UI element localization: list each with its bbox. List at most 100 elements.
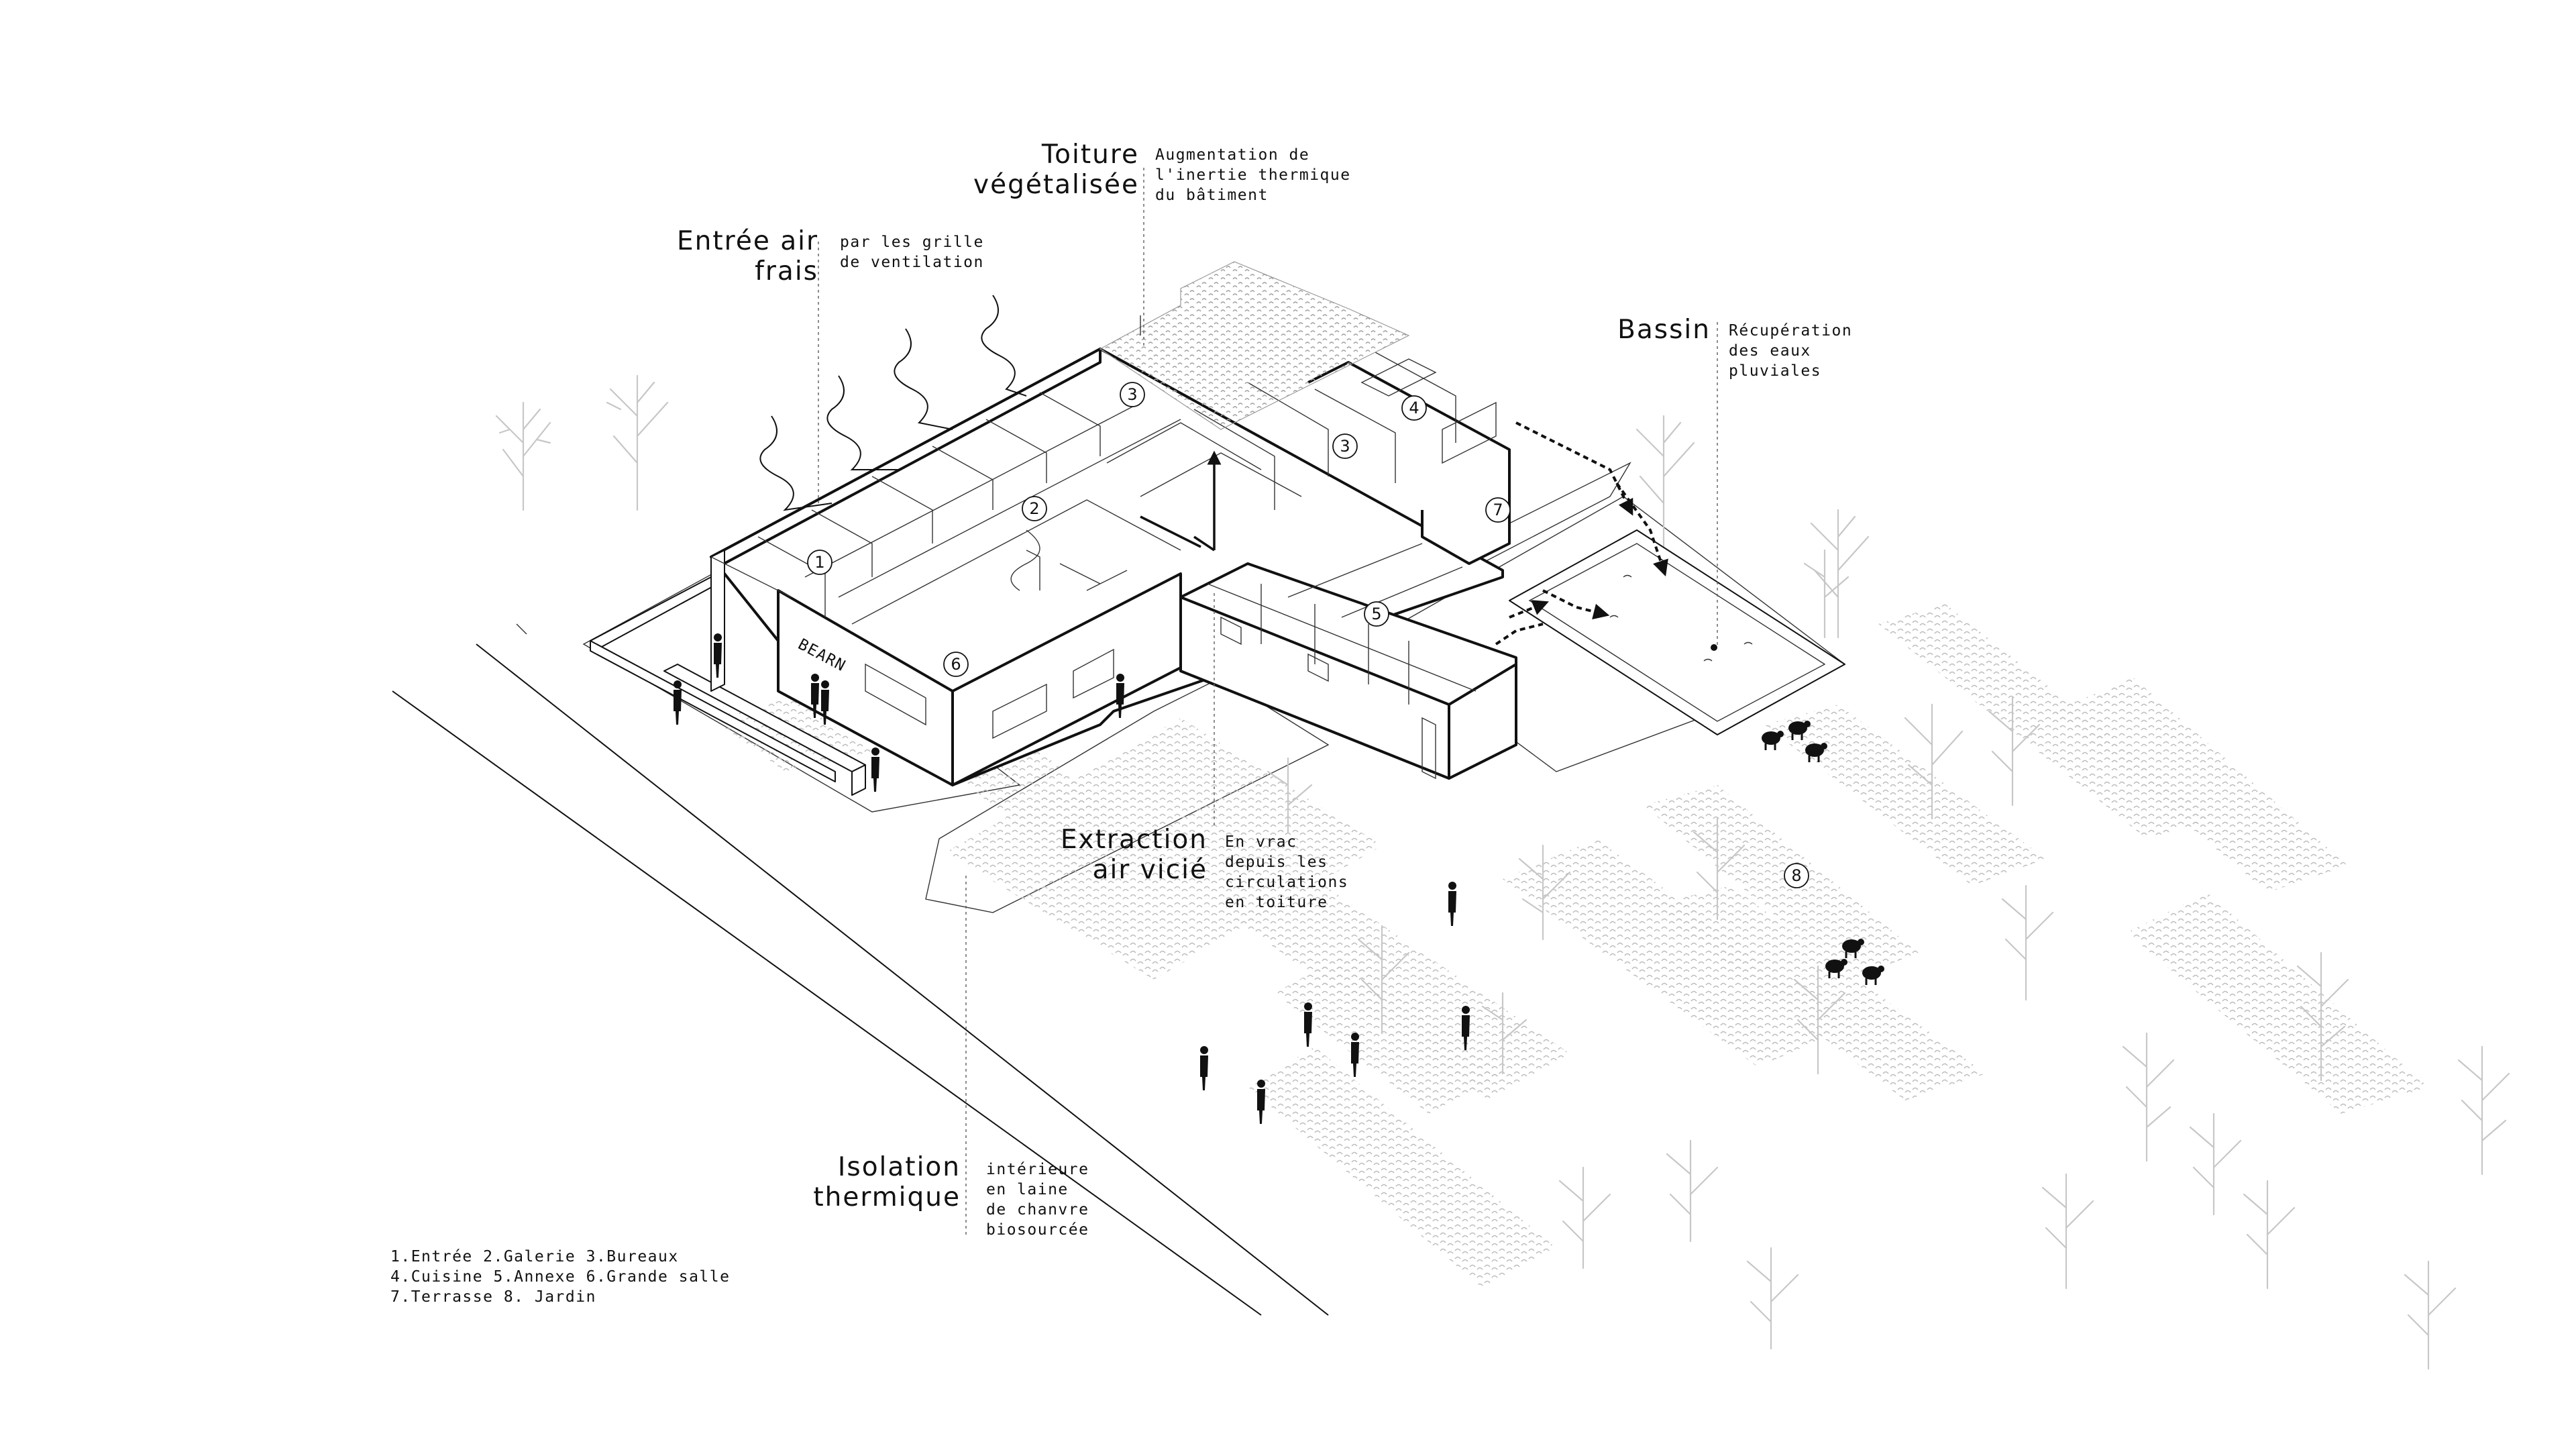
annotation-isolation: Isolation thermique intérieure en laine …: [813, 1152, 1089, 1239]
toiture-desc-line1: Augmentation de: [1155, 146, 1309, 164]
green-roof: [1099, 261, 1410, 430]
svg-text:8: 8: [1791, 866, 1801, 885]
tree: [1803, 549, 1849, 639]
fresh-air-arrows: [759, 295, 1027, 511]
room-number-6: 6: [943, 652, 969, 677]
tree: [2457, 1045, 2510, 1176]
tree: [1518, 844, 1571, 941]
extraction-desc-line1: En vrac: [1225, 833, 1297, 851]
room-number-5: 5: [1364, 601, 1389, 627]
toiture-desc-line2: l'inertie thermique: [1155, 166, 1351, 184]
tree: [2404, 1260, 2457, 1370]
tree: [1810, 509, 1870, 639]
room-number-3b: 3: [1332, 433, 1358, 459]
isolation-desc-line3: de chanvre: [986, 1201, 1089, 1219]
room-number-1: 1: [807, 550, 833, 575]
extraction-title-line1: Extraction: [1061, 825, 1208, 855]
extraction-desc-line4: en toiture: [1225, 894, 1328, 911]
person-figure: [1448, 882, 1456, 926]
person-figure: [821, 680, 829, 725]
tree: [1267, 757, 1313, 833]
tree: [1481, 992, 1527, 1075]
person-figure: [811, 674, 819, 718]
tree: [1746, 1247, 1799, 1350]
room-number-4: 4: [1401, 395, 1427, 421]
svg-text:3: 3: [1340, 437, 1350, 456]
svg-text:1: 1: [814, 553, 824, 572]
terrace-walls: [590, 576, 866, 796]
svg-text:4: 4: [1409, 399, 1419, 417]
toiture-title-line2: végétalisée: [973, 170, 1139, 200]
entree-title-line2: frais: [755, 256, 818, 287]
extraction-title-line2: air vicié: [1093, 855, 1208, 885]
tree: [2296, 951, 2349, 1082]
tree: [1635, 415, 1695, 552]
garden-hatch: [711, 604, 2428, 1288]
sheep-animal: [1825, 959, 1847, 978]
tree: [2243, 1180, 2296, 1290]
isolation-desc-line2: en laine: [986, 1181, 1069, 1198]
isolation-desc-line4: biosourcée: [986, 1221, 1089, 1239]
sheep-animal: [1762, 731, 1784, 750]
tree: [606, 374, 669, 511]
room-numbers: 1 2 3 3 4 5 6 7 8: [807, 382, 1809, 888]
bassin-desc-line2: des eaux: [1729, 342, 1811, 360]
tree: [1693, 817, 1746, 921]
annotation-bassin: Bassin Récupération des eaux pluviales: [1617, 315, 1852, 380]
bassin-basin: [1509, 529, 1845, 735]
person-figure: [1304, 1002, 1312, 1047]
tree: [1793, 965, 1846, 1075]
tree: [2189, 1112, 2242, 1216]
person-figure: [1257, 1080, 1265, 1124]
entree-desc-line1: par les grille: [840, 234, 984, 251]
building: BEARN: [710, 261, 1517, 786]
annotation-extraction: Extraction air vicié En vrac depuis les …: [1061, 825, 1348, 911]
entree-title-line1: Entrée air: [677, 226, 818, 256]
tree: [1988, 696, 2041, 807]
people: [674, 633, 1470, 1124]
room-number-8: 8: [1784, 863, 1809, 888]
legend-line2: 4.Cuisine 5.Annexe 6.Grande salle: [390, 1268, 730, 1286]
tree: [2001, 884, 2054, 1001]
bassin-desc-line1: Récupération: [1729, 322, 1852, 340]
person-figure: [1462, 1006, 1470, 1050]
legend-line1: 1.Entrée 2.Galerie 3.Bureaux: [390, 1248, 679, 1265]
tree: [495, 401, 551, 511]
extraction-desc-line2: depuis les: [1225, 853, 1328, 871]
annotation-entree-air: Entrée air frais par les grille de venti…: [677, 226, 984, 287]
tree: [1357, 925, 1410, 1035]
tree: [1904, 703, 1964, 820]
toiture-title-line1: Toiture: [1041, 140, 1139, 170]
room-number-2: 2: [1022, 496, 1047, 521]
bassin-title: Bassin: [1617, 315, 1711, 345]
svg-text:7: 7: [1493, 501, 1503, 519]
sheep-animal: [1788, 721, 1811, 740]
entree-desc-line2: de ventilation: [840, 254, 984, 271]
sheep-animal: [1805, 743, 1827, 762]
svg-text:6: 6: [951, 655, 961, 674]
toiture-desc-line3: du bâtiment: [1155, 187, 1269, 204]
person-figure: [674, 680, 682, 725]
bassin-desc-line3: pluviales: [1729, 362, 1821, 380]
sheep-animal: [1862, 966, 1884, 985]
tree: [2041, 1173, 2094, 1290]
person-figure: [1351, 1033, 1359, 1077]
annotation-toiture: Toiture végétalisée Augmentation de l'in…: [973, 140, 1351, 204]
road: [392, 623, 1329, 1316]
tree: [1558, 1166, 1611, 1270]
person-figure: [871, 747, 879, 792]
sheep-animal: [1842, 939, 1864, 958]
trees: [495, 374, 2510, 1370]
legend-line3: 7.Terrasse 8. Jardin: [390, 1288, 596, 1306]
person-figure: [1200, 1046, 1208, 1090]
tree: [2122, 1032, 2175, 1162]
svg-text:3: 3: [1127, 385, 1137, 404]
rainwater-flows: [1495, 421, 1668, 645]
isolation-title-line1: Isolation: [838, 1152, 961, 1182]
leader-lines: [818, 168, 1718, 1235]
room-number-7: 7: [1485, 497, 1511, 523]
svg-text:5: 5: [1371, 605, 1381, 623]
tree: [1666, 1139, 1719, 1243]
person-figure: [714, 633, 722, 678]
